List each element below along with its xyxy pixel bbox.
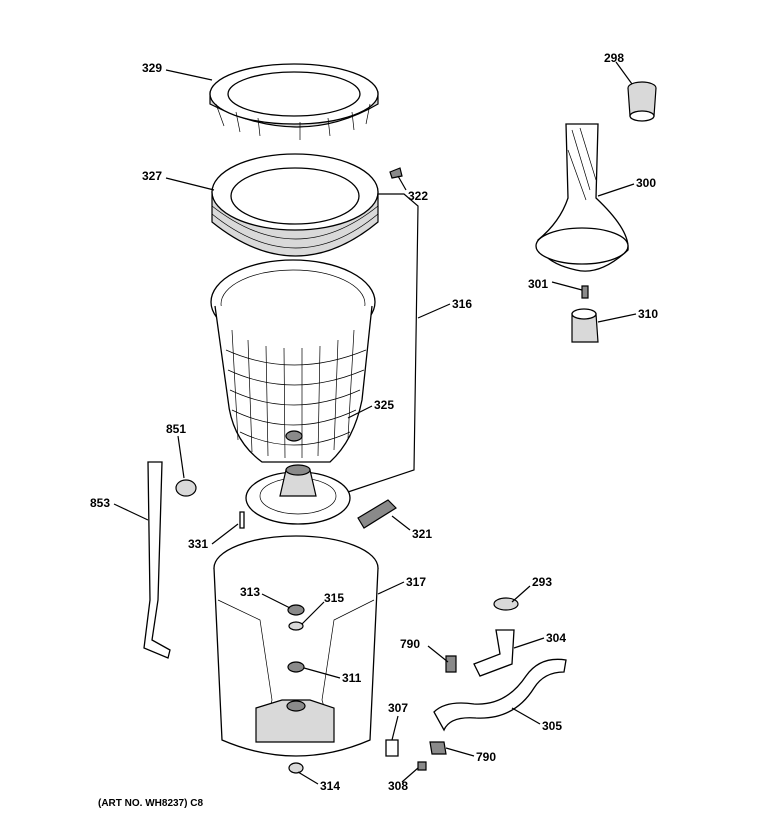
label-308: 308 <box>388 779 408 793</box>
part-307-bracket <box>385 739 399 757</box>
label-316: 316 <box>452 297 472 311</box>
label-304: 304 <box>546 631 566 645</box>
part-314-bushing <box>288 762 304 774</box>
part-790-clamp-lower <box>429 741 447 755</box>
label-298: 298 <box>604 51 624 65</box>
label-790-lower: 790 <box>476 750 496 764</box>
assembly-bracket-316 <box>347 193 419 493</box>
part-300-agitator <box>535 123 629 272</box>
part-851-grommet <box>175 479 197 497</box>
part-315-washer <box>288 621 304 631</box>
part-298-agitator-cap <box>627 81 657 122</box>
label-325: 325 <box>374 398 394 412</box>
label-321: 321 <box>412 527 432 541</box>
label-315: 315 <box>324 591 344 605</box>
part-321-clip <box>357 499 397 529</box>
label-331: 331 <box>188 537 208 551</box>
label-305: 305 <box>542 719 562 733</box>
basket-drive-hub <box>245 464 351 525</box>
label-322: 322 <box>408 189 428 203</box>
label-301: 301 <box>528 277 548 291</box>
part-329-tub-cover <box>209 63 379 140</box>
part-310-coupling <box>571 308 599 343</box>
part-325-basket <box>210 259 376 463</box>
part-322-screw <box>389 167 403 179</box>
label-851: 851 <box>166 422 186 436</box>
part-853-hose <box>143 461 171 659</box>
part-301-bolt <box>581 285 589 299</box>
part-305-drain-hose <box>433 658 567 732</box>
label-310: 310 <box>638 307 658 321</box>
label-327: 327 <box>142 169 162 183</box>
part-308-screw <box>417 761 427 771</box>
label-314: 314 <box>320 779 340 793</box>
label-307: 307 <box>388 701 408 715</box>
label-293: 293 <box>532 575 552 589</box>
label-300: 300 <box>636 176 656 190</box>
part-327-tub-ring <box>211 153 379 257</box>
part-293-clamp <box>493 597 519 611</box>
leader-lines <box>113 61 637 785</box>
part-790-clamp-upper <box>445 655 457 673</box>
label-853: 853 <box>90 496 110 510</box>
label-311: 311 <box>342 671 362 685</box>
art-number-footer: (ART NO. WH8237) C8 <box>98 798 203 809</box>
label-313: 313 <box>240 585 260 599</box>
label-790-upper: 790 <box>400 637 420 651</box>
part-304-pump-hose <box>473 629 515 677</box>
part-317-outer-tub <box>213 535 379 757</box>
label-329: 329 <box>142 61 162 75</box>
label-317: 317 <box>406 575 426 589</box>
part-331-screw <box>239 511 245 529</box>
